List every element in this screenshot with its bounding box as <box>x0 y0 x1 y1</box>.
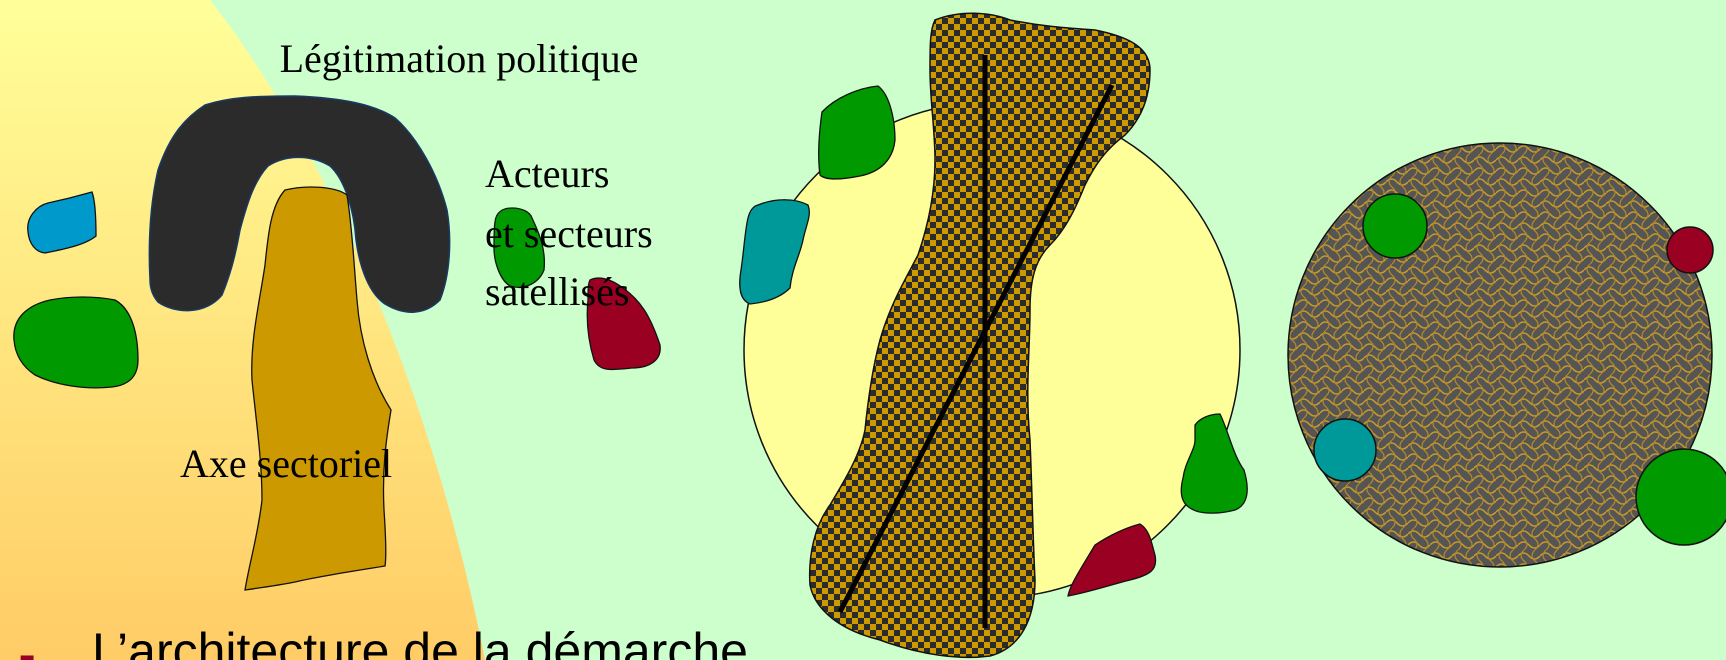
label-actors-line-2: et secteurs <box>485 211 653 256</box>
label-political-legitimation: Légitimation politique <box>280 36 639 81</box>
label-actors-line-3: satellisés <box>485 269 629 314</box>
bullet-line: ▪ L’architecture de la démarche <box>18 623 748 660</box>
red-node-top-right <box>1667 227 1713 273</box>
green-node-bottom-right <box>1636 449 1726 545</box>
label-actors-line-1: Acteurs <box>485 151 609 196</box>
green-node-top-left <box>1363 194 1427 258</box>
teal-node-left <box>1314 419 1376 481</box>
bullet-text: L’architecture de la démarche <box>92 623 748 660</box>
label-sector-axis: Axe sectoriel <box>180 441 392 486</box>
bullet-marker: ▪ <box>18 632 36 660</box>
